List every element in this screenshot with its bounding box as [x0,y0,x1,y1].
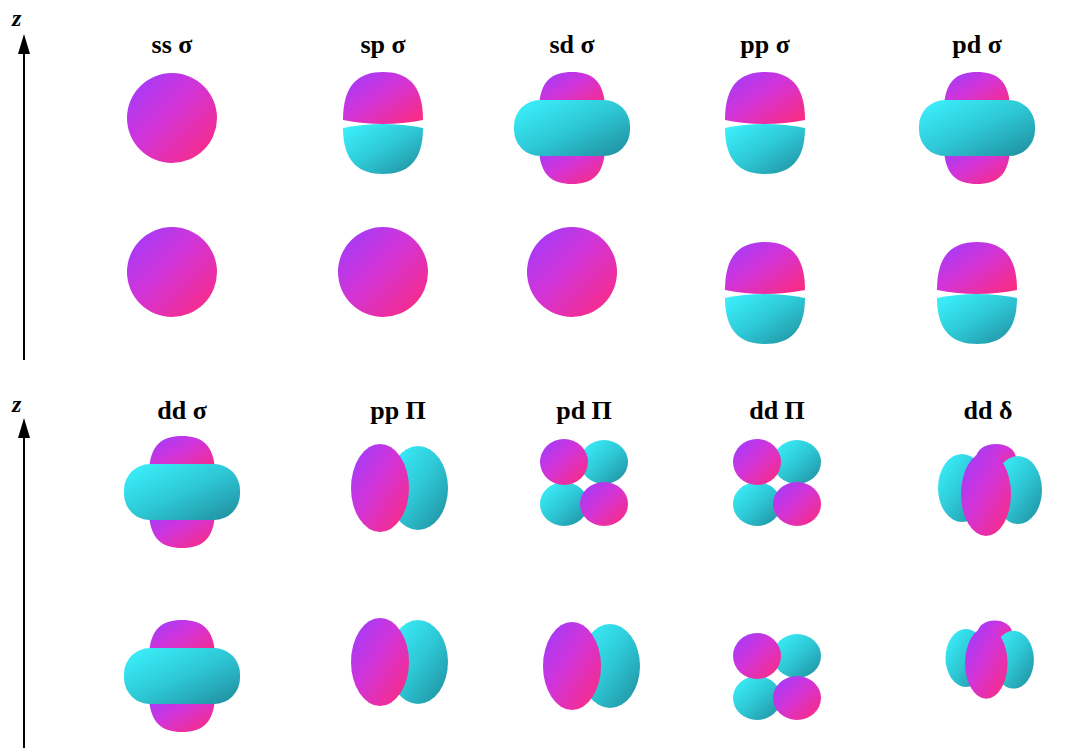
axis-label: z [12,392,21,416]
overlap-label: pd Π [556,398,612,424]
axis-label: z [12,6,21,30]
overlap-label: dd σ [157,398,207,424]
overlap-label: sd σ [549,32,594,58]
overlap-label: dd Π [749,398,805,424]
overlap-label: pp σ [740,32,790,58]
overlap-label: ss σ [152,32,193,58]
overlap-label: sp σ [360,32,405,58]
overlap-label: dd δ [964,398,1013,424]
overlap-label: pp Π [370,398,426,424]
overlap-label: pd σ [952,32,1002,58]
